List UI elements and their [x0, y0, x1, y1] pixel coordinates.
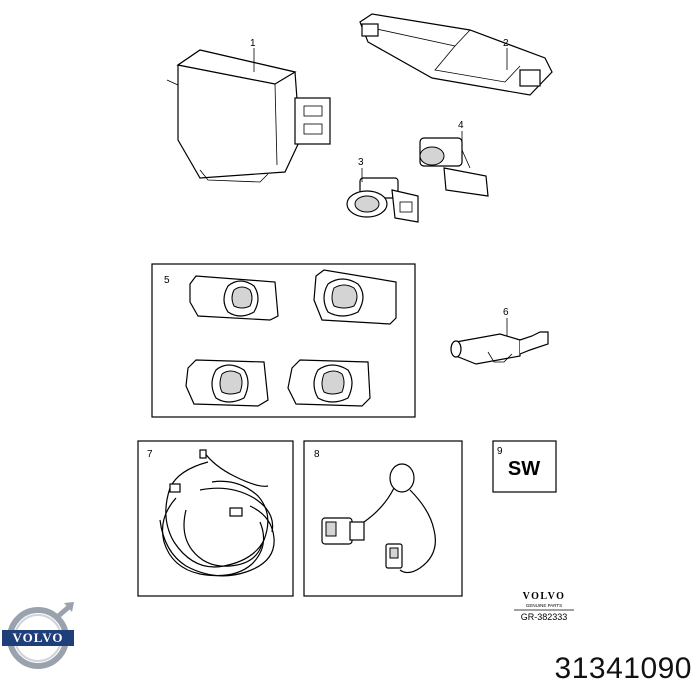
callout-5: 5 — [164, 275, 170, 286]
sensor-holder-set — [185, 269, 397, 407]
brand-tagline: GENUINE PARTS — [526, 603, 562, 608]
bracket-illustration — [359, 13, 553, 96]
sensor-cable-illustration — [321, 463, 436, 574]
volvo-logo: VOLVO — [2, 602, 74, 669]
callout-1: 1 — [250, 38, 256, 49]
group-box-7 — [137, 440, 294, 597]
group-box-9 — [492, 440, 557, 493]
part-number: 31341090 — [554, 652, 692, 685]
wiring-harness-illustration — [159, 449, 275, 577]
software-symbol: SW — [508, 458, 540, 480]
parking-sensor-angled-illustration — [419, 137, 489, 197]
callout-8: 8 — [314, 449, 320, 460]
callout-6: 6 — [503, 307, 509, 318]
callout-2: 2 — [503, 38, 509, 49]
drawing-code: GR-382333 — [521, 612, 568, 622]
sensor-holder-2 — [313, 269, 397, 325]
brand-name: VOLVO — [523, 591, 566, 602]
group-box-8 — [303, 440, 463, 597]
callout-3: 3 — [358, 157, 364, 168]
group-box-5 — [151, 263, 416, 418]
spacer-clip-illustration — [450, 331, 549, 365]
callout-9: 9 — [497, 446, 503, 457]
sensor-holder-1 — [189, 275, 279, 321]
callout-4: 4 — [458, 120, 464, 131]
parking-sensor-illustration — [346, 177, 419, 223]
callout-7: 7 — [147, 449, 153, 460]
sensor-holder-4 — [287, 359, 371, 407]
sensor-holder-3 — [185, 359, 269, 407]
control-module-illustration — [166, 49, 331, 183]
logo-text: VOLVO — [13, 630, 64, 645]
